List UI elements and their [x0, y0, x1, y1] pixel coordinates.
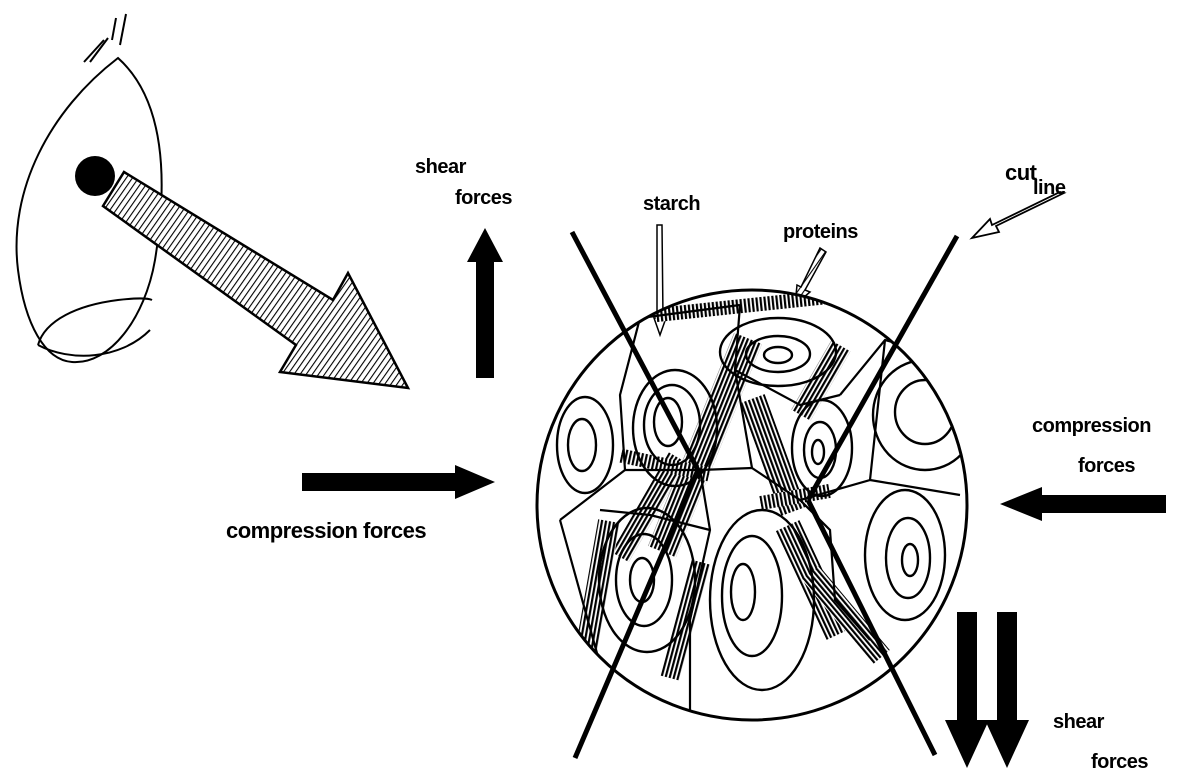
shear-arrow-down-2 — [985, 612, 1029, 768]
shear-arrow-down-1 — [945, 612, 989, 768]
starch-granule — [557, 397, 613, 493]
compression-arrow-left — [1000, 487, 1166, 521]
germ-dot — [75, 156, 115, 196]
shear-forces-top-label-2: forces — [455, 187, 512, 209]
compression-forces-right-label-2: forces — [1078, 455, 1135, 477]
compression-arrow-right — [302, 465, 495, 499]
shear-arrow-up — [467, 228, 503, 378]
zoom-arrow — [103, 172, 408, 388]
protein-band — [791, 340, 850, 420]
starch-granule — [865, 490, 945, 620]
cut-line-label-2: line — [1033, 177, 1066, 199]
starch-granule — [792, 400, 852, 496]
protein-band — [655, 288, 850, 322]
shear-forces-top-label-1: shear — [415, 156, 467, 178]
compression-forces-left-label: compression forces — [226, 518, 426, 543]
protein-band — [660, 559, 710, 680]
proteins-label: proteins — [783, 221, 858, 243]
starch-label: starch — [643, 193, 700, 215]
shear-forces-bottom-label-2: forces — [1091, 751, 1148, 773]
shear-forces-bottom-label-1: shear — [1053, 711, 1105, 733]
compression-forces-right-label-1: compression — [1032, 415, 1151, 437]
cut-line-1 — [572, 232, 698, 470]
magnified-section — [537, 288, 977, 740]
starch-granule — [710, 510, 814, 690]
